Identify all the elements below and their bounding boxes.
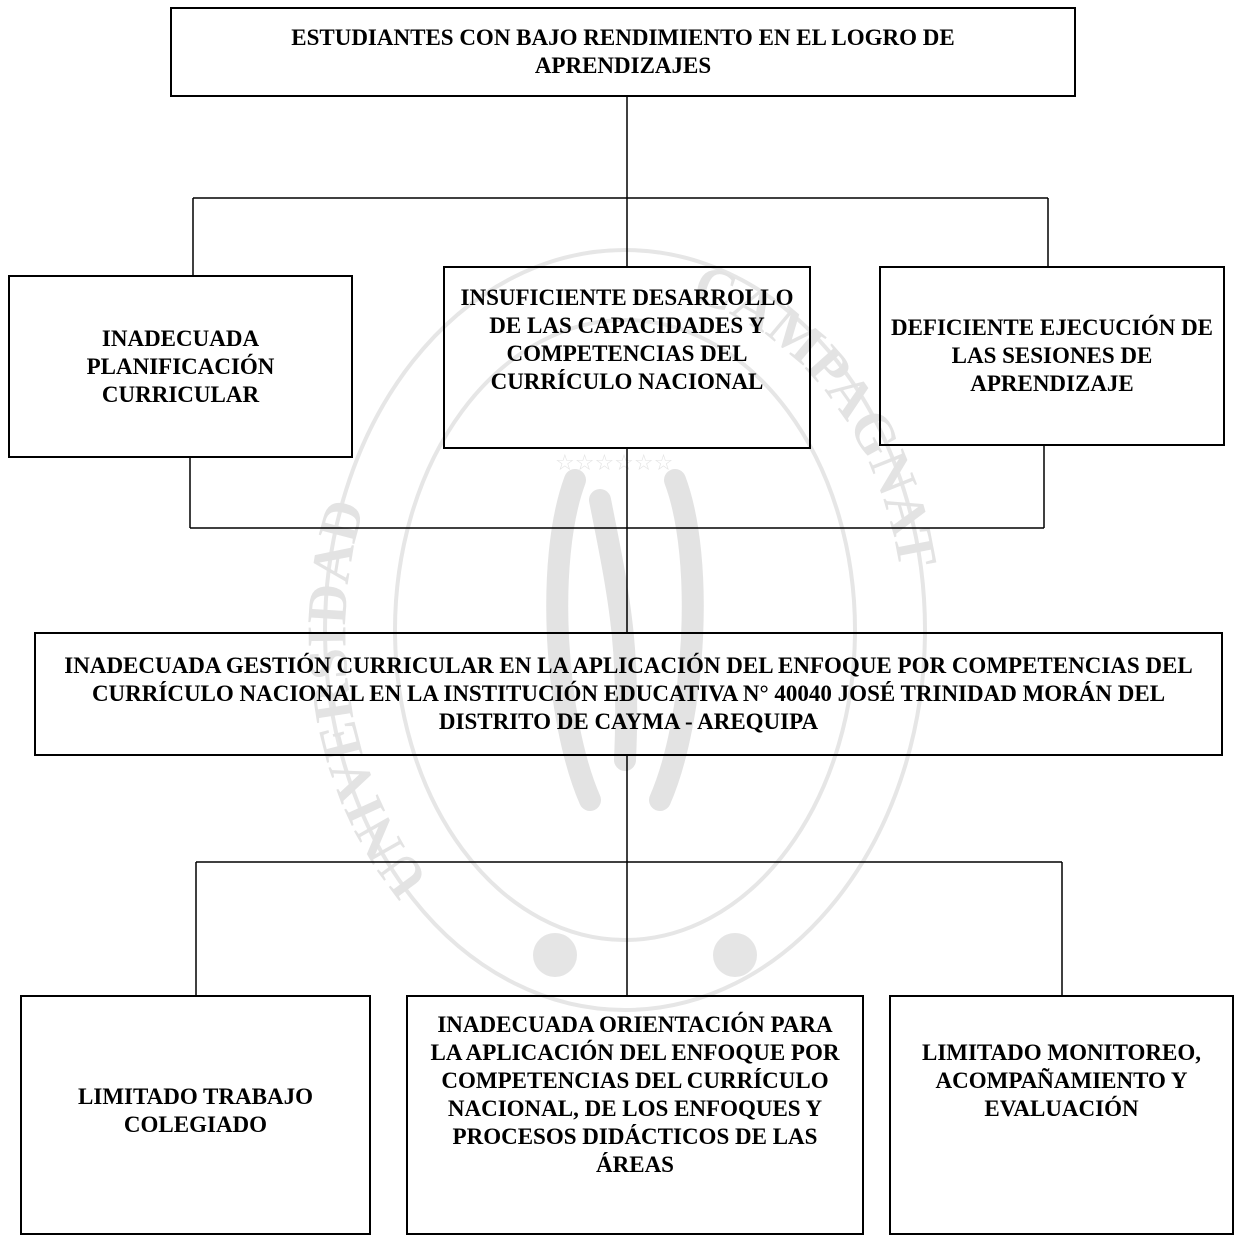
central-problem-box: INADECUADA GESTIÓN CURRICULAR EN LA APLI… [34, 632, 1223, 756]
effect-box-sessions: DEFICIENTE EJECUCIÓN DE LAS SESIONES DE … [879, 266, 1225, 446]
effect-text: INADECUADA PLANIFICACIÓN CURRICULAR [86, 325, 275, 407]
main-effect-text: ESTUDIANTES CON BAJO RENDIMIENTO EN EL L… [291, 25, 955, 78]
cause-text: INADECUADA ORIENTACIÓN PARA LA APLICACIÓ… [430, 1012, 840, 1177]
central-problem-text: INADECUADA GESTIÓN CURRICULAR EN LA APLI… [64, 653, 1193, 734]
effect-text: DEFICIENTE EJECUCIÓN DE LAS SESIONES DE … [890, 315, 1214, 396]
cause-box-monitoring: LIMITADO MONITOREO, ACOMPAÑAMIENTO Y EVA… [889, 995, 1234, 1235]
seal-stars: ☆☆☆☆☆☆ [555, 451, 673, 476]
cause-text: LIMITADO MONITOREO, ACOMPAÑAMIENTO Y EVA… [921, 1040, 1201, 1121]
cause-box-collegiate-work: LIMITADO TRABAJO COLEGIADO [20, 995, 371, 1235]
cause-text: LIMITADO TRABAJO COLEGIADO [78, 1084, 313, 1137]
effect-text: INSUFICIENTE DESARROLLO DE LAS CAPACIDAD… [460, 285, 794, 394]
effect-box-planning: INADECUADA PLANIFICACIÓN CURRICULAR [8, 275, 353, 458]
main-effect-box: ESTUDIANTES CON BAJO RENDIMIENTO EN EL L… [170, 7, 1076, 97]
effect-box-capacities: INSUFICIENTE DESARROLLO DE LAS CAPACIDAD… [443, 266, 811, 449]
cause-box-orientation: INADECUADA ORIENTACIÓN PARA LA APLICACIÓ… [406, 995, 864, 1235]
